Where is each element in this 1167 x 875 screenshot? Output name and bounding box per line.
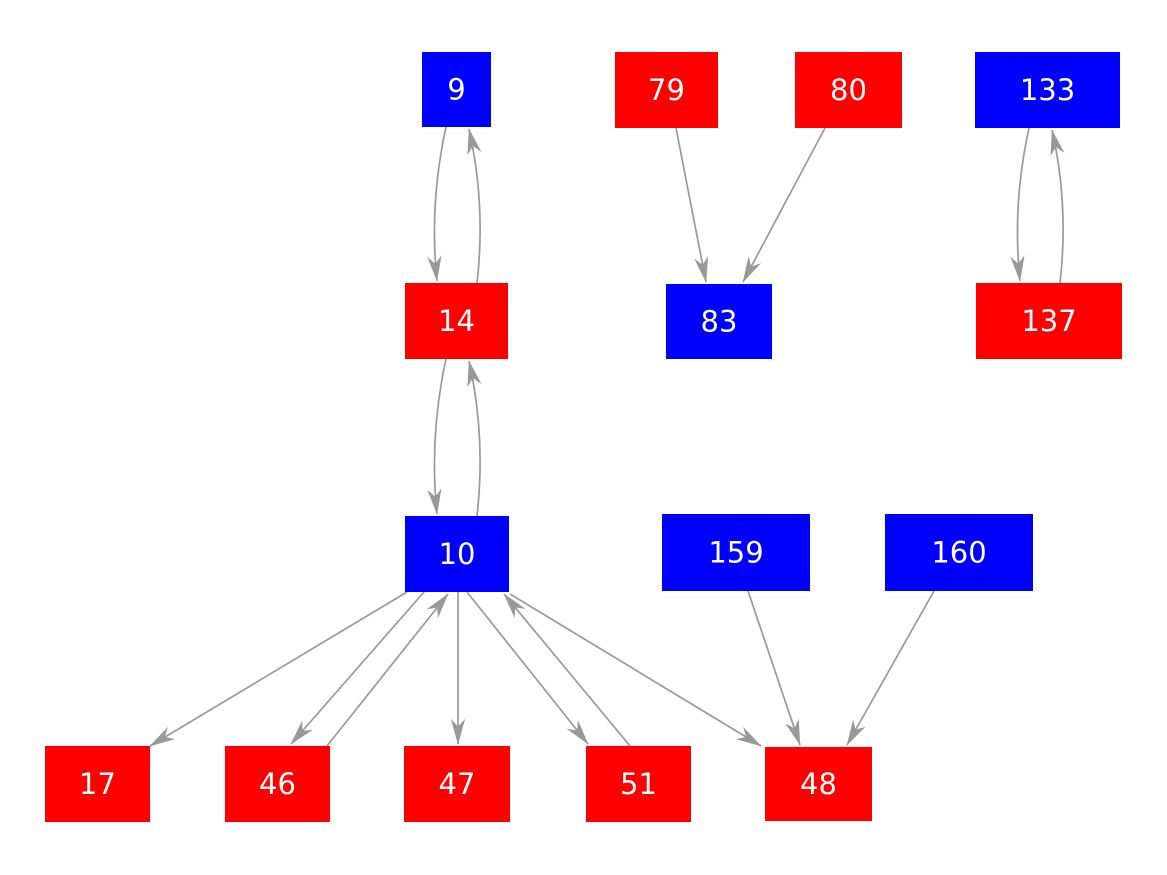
- graph-node-48: 48: [765, 747, 872, 821]
- edge-79-to-83: [675, 127, 709, 283]
- node-label-14: 14: [438, 304, 475, 338]
- graph-node-79: 79: [615, 52, 718, 128]
- node-label-10: 10: [439, 537, 476, 571]
- graph-node-46: 46: [225, 746, 330, 822]
- node-label-46: 46: [259, 767, 296, 801]
- node-box-160: [885, 514, 1033, 591]
- graph-node-83: 83: [666, 284, 772, 359]
- edge-14-to-9: [467, 128, 482, 284]
- node-label-51: 51: [620, 767, 657, 801]
- graph-node-47: 47: [404, 746, 510, 822]
- node-label-137: 137: [1021, 304, 1076, 338]
- graph-node-159: 159: [662, 514, 810, 591]
- node-box-80: [795, 52, 902, 128]
- edge-159-to-48: [747, 590, 801, 746]
- node-box-137: [976, 283, 1122, 359]
- graph-node-9: 9: [422, 52, 491, 127]
- edge-160-to-48: [846, 590, 935, 746]
- graph-node-10: 10: [405, 516, 509, 592]
- edge-10-to-17: [149, 591, 408, 747]
- graph-node-133: 133: [975, 52, 1120, 128]
- node-box-17: [45, 746, 150, 822]
- edge-137-to-133: [1050, 129, 1065, 284]
- graph-node-14: 14: [405, 283, 508, 359]
- node-label-17: 17: [79, 767, 116, 801]
- node-box-159: [662, 514, 810, 591]
- edge-10-to-48: [509, 593, 762, 747]
- node-box-10: [405, 516, 509, 592]
- edge-80-to-83: [742, 127, 826, 283]
- edge-14-to-10: [427, 358, 447, 515]
- node-box-79: [615, 52, 718, 128]
- node-box-46: [225, 746, 330, 822]
- edge-51-to-10: [503, 593, 631, 747]
- node-label-83: 83: [701, 305, 738, 339]
- node-box-9: [422, 52, 491, 127]
- edge-9-to-14: [427, 126, 447, 282]
- node-label-79: 79: [648, 73, 685, 107]
- node-label-48: 48: [800, 767, 837, 801]
- edges-layer: [149, 126, 1065, 747]
- graph-node-51: 51: [586, 746, 691, 822]
- node-box-83: [666, 284, 772, 359]
- node-label-133: 133: [1020, 73, 1075, 107]
- nodes-layer: 9 79 80 133 14 83 137 10 159 160 17 46 47 51 48: [45, 52, 1122, 822]
- graph-node-137: 137: [976, 283, 1122, 359]
- edge-46-to-10: [326, 593, 449, 747]
- graph-node-160: 160: [885, 514, 1033, 591]
- node-box-48: [765, 747, 872, 821]
- node-label-80: 80: [830, 73, 867, 107]
- edge-10-to-51: [466, 591, 589, 745]
- node-box-133: [975, 52, 1120, 128]
- node-label-160: 160: [931, 536, 986, 570]
- graph-node-80: 80: [795, 52, 902, 128]
- edge-10-to-46: [290, 591, 425, 745]
- edge-10-to-14: [467, 360, 482, 517]
- edge-133-to-137: [1010, 127, 1030, 282]
- node-label-9: 9: [447, 73, 465, 107]
- graph-node-17: 17: [45, 746, 150, 822]
- node-label-47: 47: [439, 767, 476, 801]
- node-box-14: [405, 283, 508, 359]
- node-box-47: [404, 746, 510, 822]
- node-label-159: 159: [708, 536, 763, 570]
- node-box-51: [586, 746, 691, 822]
